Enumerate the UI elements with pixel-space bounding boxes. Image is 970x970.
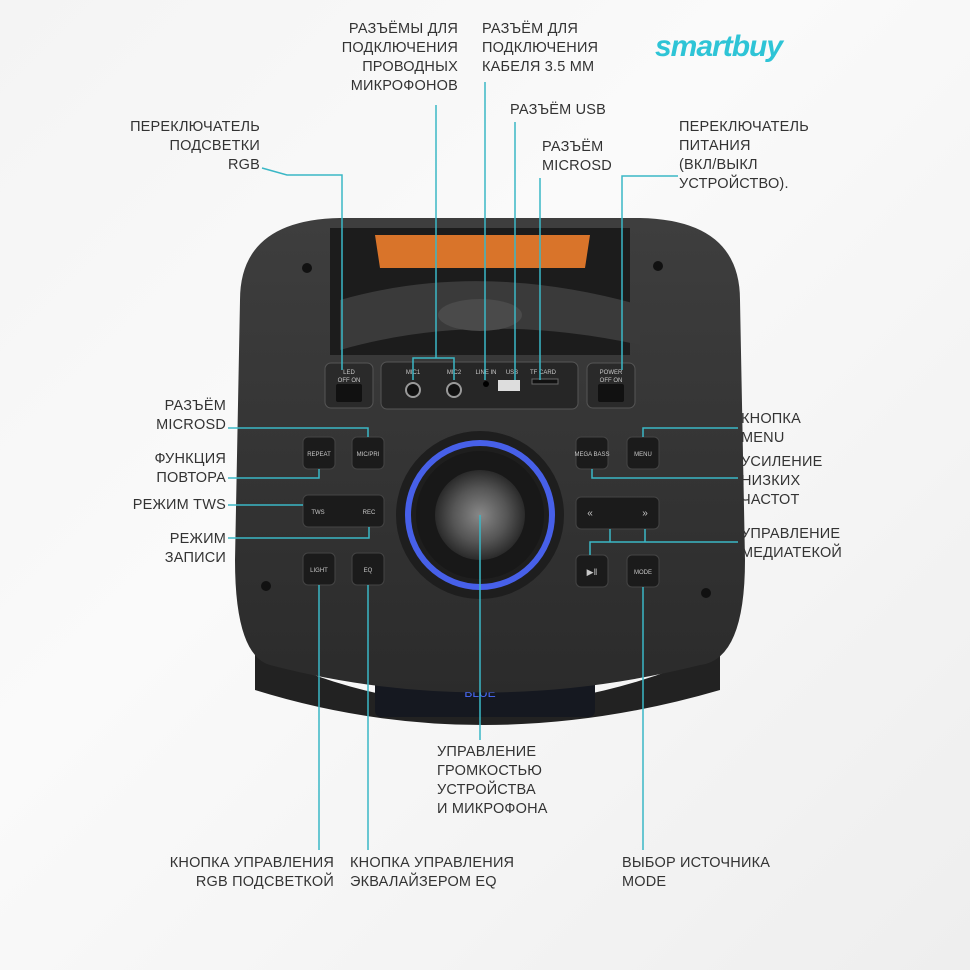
speaker-base [255, 650, 720, 725]
play-pause-icon: ▶‖ [587, 567, 598, 577]
svg-text:MENU: MENU [634, 452, 652, 458]
ports-panel [380, 361, 579, 410]
svg-text:REPEAT: REPEAT [307, 452, 331, 458]
prev-icon: « [587, 508, 593, 519]
svg-text:LIGHT: LIGHT [310, 568, 328, 574]
svg-text:POWER: POWER [600, 370, 623, 376]
svg-text:REC: REC [363, 510, 376, 516]
svg-text:TWS: TWS [311, 510, 324, 516]
mic1-jack [405, 382, 421, 398]
orange-trim [375, 235, 590, 268]
led-switch[interactable] [336, 384, 362, 402]
label-tws: РЕЖИМ TWS [132, 497, 226, 513]
brand-logo: smartbuy [655, 30, 783, 63]
svg-text:USB: USB [506, 370, 518, 376]
next-icon: » [642, 508, 648, 519]
svg-text:MIC/PRI: MIC/PRI [357, 452, 380, 458]
usb-port [498, 380, 520, 391]
play-pause-button[interactable] [575, 554, 609, 588]
svg-text:LED: LED [343, 370, 355, 376]
svg-text:OFF ON: OFF ON [338, 378, 361, 384]
svg-text:OFF ON: OFF ON [600, 378, 623, 384]
buttons [302, 436, 660, 588]
svg-text:LINE IN: LINE IN [475, 370, 496, 376]
power-switch[interactable] [598, 384, 624, 402]
mic2-jack [446, 382, 462, 398]
callout-lines [228, 82, 738, 850]
aux-jack [483, 381, 489, 387]
svg-text:EQ: EQ [364, 568, 373, 574]
tws-rec-button[interactable] [302, 494, 385, 528]
svg-text:MEGA BASS: MEGA BASS [574, 452, 609, 458]
svg-text:MODE: MODE [634, 570, 652, 576]
label-usb: РАЗЪЁМ USB [510, 102, 607, 118]
svg-text:TF CARD: TF CARD [530, 370, 557, 376]
tf-slot [531, 378, 559, 385]
prev-next-button[interactable] [575, 496, 660, 530]
